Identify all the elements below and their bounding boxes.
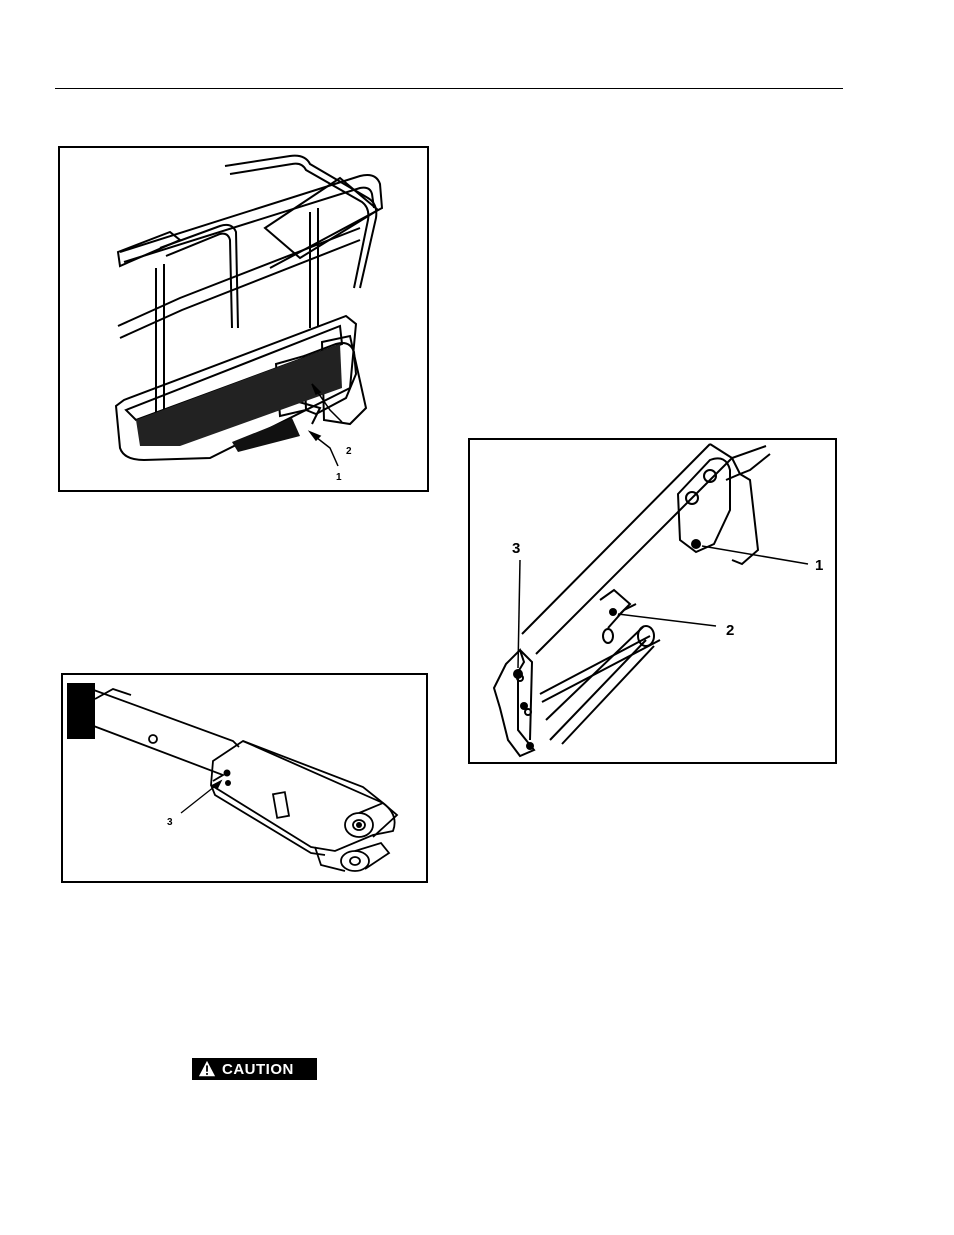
boom-figure: 1 2 3: [468, 438, 837, 764]
boom-callout-2: 2: [726, 622, 734, 639]
basket-callout-2: 2: [346, 446, 352, 457]
basket-callout-1: 1: [336, 472, 342, 483]
boom-callout-1: 1: [815, 557, 823, 574]
basket-illustration: [60, 148, 427, 490]
warning-triangle-icon: [198, 1060, 216, 1078]
boom-illustration: [470, 440, 835, 762]
arm-callout-3: 3: [167, 817, 173, 828]
header-rule: [55, 88, 843, 89]
arm-illustration: [63, 675, 426, 881]
caution-text: CAUTION: [222, 1061, 294, 1078]
arm-figure: 3: [61, 673, 428, 883]
caution-label: CAUTION: [192, 1058, 317, 1080]
boom-callout-3: 3: [512, 540, 520, 557]
basket-figure: 2 1: [58, 146, 429, 492]
